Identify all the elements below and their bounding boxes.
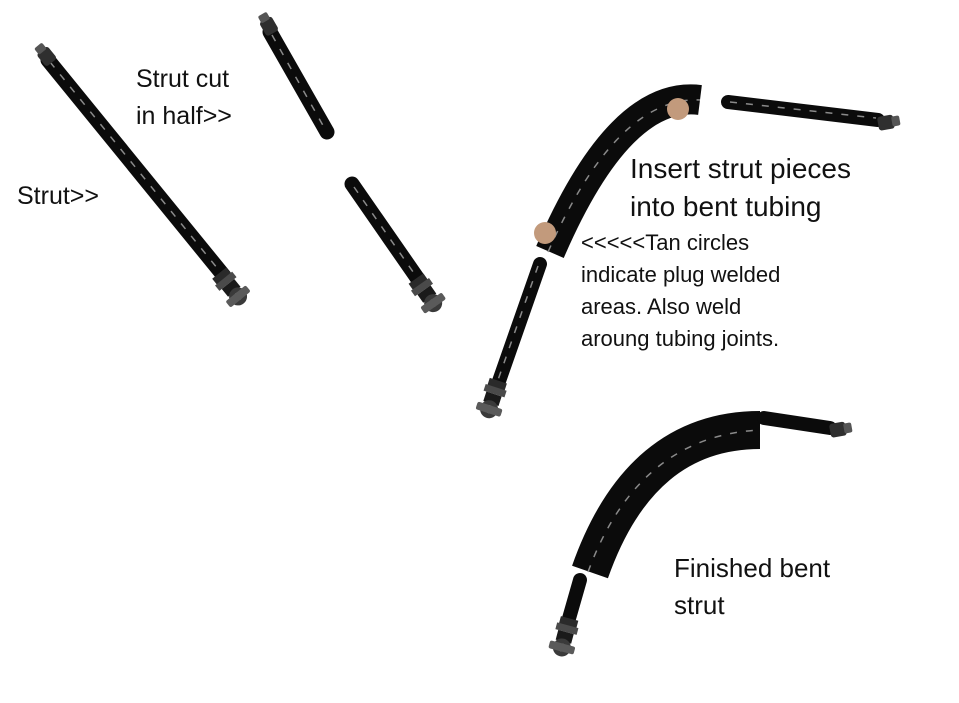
- label-finished: Finished bent strut: [674, 550, 830, 624]
- label-cut-line1: Strut cut: [136, 65, 230, 93]
- label-strut-cut: Strut cut in half>>: [136, 61, 232, 135]
- label-strut-text: Strut>>: [17, 182, 99, 210]
- finished-bent-strut: [546, 411, 853, 660]
- plug-weld-circle-upper: [667, 98, 689, 120]
- assembly-rod-end-icon: [473, 376, 511, 422]
- label-insert-line2: into bent tubing: [630, 191, 822, 222]
- label-insert: Insert strut pieces into bent tubing: [630, 150, 851, 226]
- full-strut: [32, 41, 254, 312]
- label-strut: Strut>>: [17, 182, 99, 211]
- label-tan-line4: aroung tubing joints.: [581, 326, 780, 351]
- plug-weld-circle-lower: [534, 222, 556, 244]
- label-insert-line1: Insert strut pieces: [630, 153, 851, 184]
- label-tan-circles: <<<<<Tan circles indicate plug welded ar…: [581, 227, 780, 355]
- label-tan-line1: <<<<<Tan circles: [581, 230, 750, 255]
- label-tan-line2: indicate plug welded: [581, 262, 781, 287]
- cut-strut: [255, 10, 449, 318]
- label-finished-line1: Finished bent: [674, 553, 831, 583]
- label-cut-line2: in half>>: [136, 102, 232, 130]
- bent-tubing-assembly: [473, 84, 901, 422]
- finished-rod-end-icon: [546, 615, 583, 660]
- label-finished-line2: strut: [674, 590, 725, 620]
- label-tan-line3: areas. Also weld: [581, 294, 742, 319]
